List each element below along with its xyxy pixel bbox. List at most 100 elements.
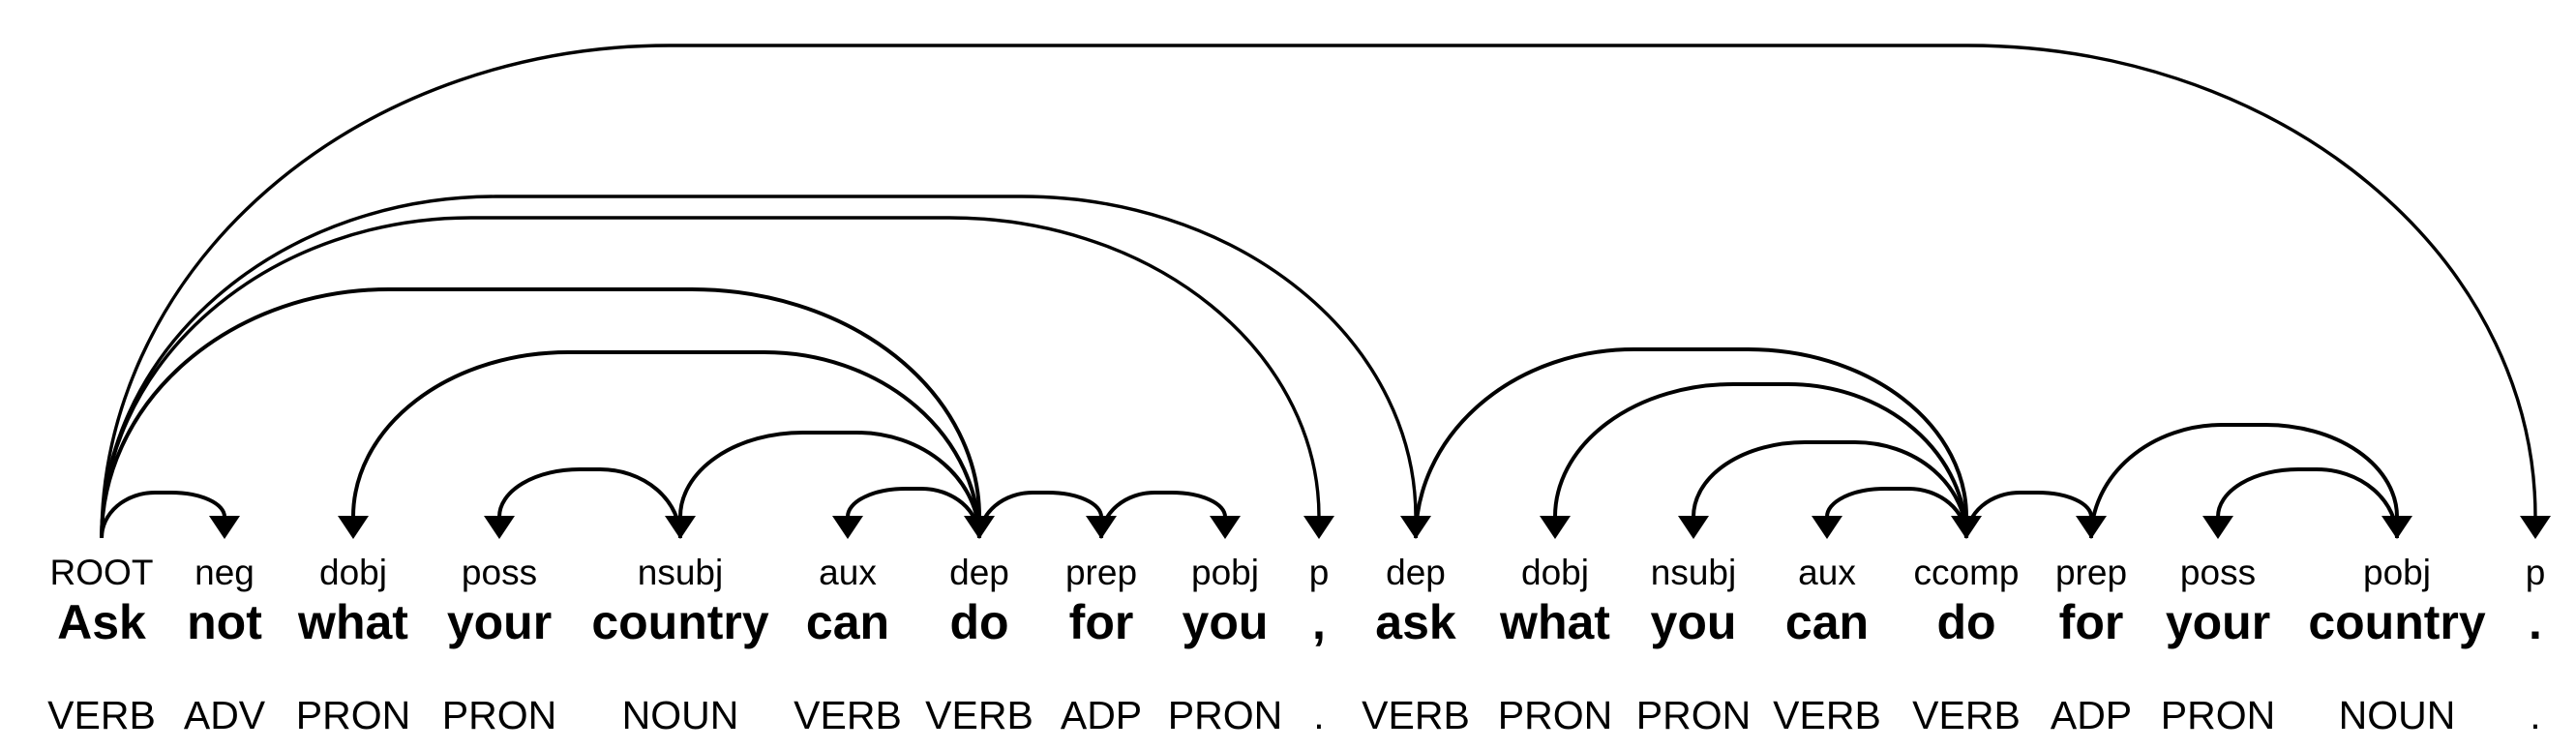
arrowhead-icon [209,516,240,539]
arc-path [497,467,682,539]
word: your [447,595,552,649]
arrowhead-icon [1540,516,1571,539]
arc-path [1414,347,1968,539]
arrowhead-icon [832,516,863,539]
word: , [1312,595,1326,649]
token: p,. [1309,553,1330,737]
arc-layer [100,44,2551,539]
dep-label: nsubj [1651,553,1736,592]
dependency-arc-poss [484,467,682,539]
dependency-arc-nsubj [665,431,981,539]
pos-tag: NOUN [622,693,739,737]
word: Ask [57,595,146,649]
dependency-arc-prep [1964,491,2107,539]
pos-tag: VERB [925,693,1033,737]
arc-path [1692,440,1968,539]
dep-label: dobj [319,553,387,592]
arc-path [100,287,981,539]
word: can [806,595,889,649]
dep-label: neg [195,553,255,592]
arc-path [846,487,981,539]
pos-tag: VERB [1362,693,1470,737]
dep-label: dep [949,553,1009,592]
word: ask [1375,595,1456,649]
dep-label: aux [819,553,877,592]
pos-tag: VERB [1912,693,2021,737]
word: for [1069,595,1134,649]
pos-tag: VERB [794,693,902,737]
dep-label: p [2526,553,2546,592]
arc-path [100,216,1321,539]
word: not [187,595,262,649]
dependency-arc-aux [832,487,981,539]
token-layer: ROOTAskVERBnegnotADVdobjwhatPRONpossyour… [47,553,2545,737]
pos-tag: . [1313,693,1324,737]
dep-label: dep [1386,553,1446,592]
arrowhead-icon [1303,516,1334,539]
pos-tag: PRON [1498,693,1612,737]
arc-path [1964,491,2093,539]
dependency-arc-dobj [338,350,981,539]
arrowhead-icon [1678,516,1709,539]
dep-label: poss [462,553,537,592]
pos-tag: NOUN [2339,693,2456,737]
word: your [2166,595,2270,649]
dependency-arc-neg [100,491,240,539]
pos-tag: ADP [1061,693,1142,737]
arrowhead-icon [665,516,696,539]
arrowhead-icon [1812,516,1842,539]
arrowhead-icon [1210,516,1241,539]
arc-path [1825,487,1968,539]
dep-label: pobj [1191,553,1259,592]
dependency-arc-nsubj [1678,440,1968,539]
arrowhead-icon [2381,516,2412,539]
arc-path [1553,382,1968,539]
dependency-arc-dep [100,287,995,539]
dependency-arc-ccomp [1414,347,1982,539]
arc-path [100,195,1418,539]
word: what [297,595,408,649]
dep-label: ROOT [50,553,154,592]
dep-label: pobj [2363,553,2431,592]
word: do [1936,595,1995,649]
word: country [2308,595,2486,649]
arrowhead-icon [484,516,515,539]
dep-label: nsubj [638,553,723,592]
pos-tag: . [2530,693,2540,737]
dep-label: prep [2055,553,2127,592]
dependency-arc-poss [2202,467,2399,539]
pos-tag: ADV [184,693,266,737]
dependency-arc-dobj [1540,382,1968,539]
dependency-arc-aux [1812,487,1968,539]
word: you [1183,595,1269,649]
dependency-arc-p [100,216,1334,539]
arrowhead-icon [338,516,369,539]
dependency-arc-p [100,44,2551,539]
pos-tag: PRON [442,693,556,737]
dependency-arc-dep [100,195,1431,539]
arc-path [351,350,981,539]
word: . [2529,595,2542,649]
pos-tag: PRON [1636,693,1751,737]
dep-label: aux [1798,553,1856,592]
pos-tag: VERB [47,693,156,737]
arrowhead-icon [2202,516,2233,539]
arc-path [100,44,2537,539]
arc-path [678,431,981,539]
